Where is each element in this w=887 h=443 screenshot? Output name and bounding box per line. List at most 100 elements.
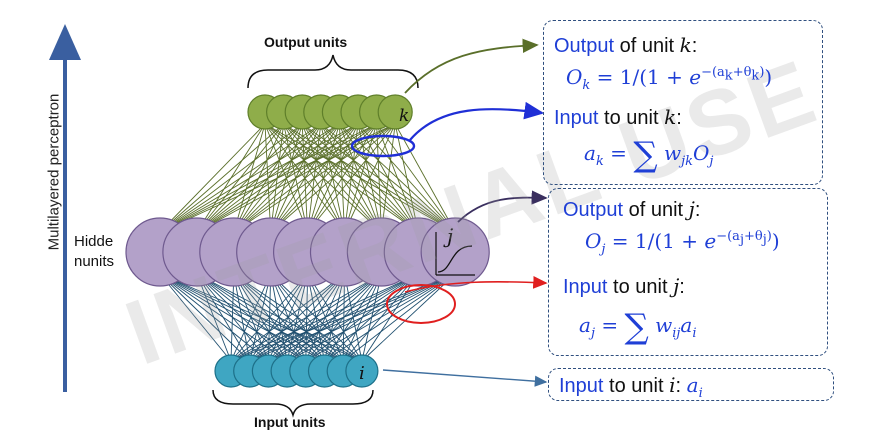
box-j-output-formula: Oj = 1/(1 + e−(aj+θj))	[585, 229, 780, 257]
box-j-output-lhs-sub: j	[601, 242, 606, 257]
box-k-output-colon: :	[691, 35, 698, 57]
hidden-units-label-line2: nunits	[74, 253, 115, 270]
edges-input-hidden-line	[233, 273, 344, 362]
input-node	[345, 354, 379, 388]
box-j-output-exp: −(a	[716, 229, 740, 245]
box-j-output-exp-sub1: j	[739, 232, 744, 248]
edges-input-hidden-line	[159, 273, 363, 362]
box-j-output-rest: of unit	[623, 199, 689, 221]
output-units-label: Output units	[264, 34, 348, 50]
box-k-output-close: )	[764, 65, 773, 89]
arrow-input-k	[409, 101, 545, 141]
edges-input-hidden-line	[159, 273, 232, 362]
box-j-output-eq: = 1/(1 +	[605, 229, 705, 253]
box-k-output-e: e	[689, 65, 702, 89]
box-j-input-var: j	[673, 274, 680, 298]
output-node-mark: k	[399, 106, 409, 126]
edges-hidden-output-line	[301, 123, 456, 233]
box-j-input-a-sub: i	[692, 326, 697, 341]
box-k-input-formula: ak = ∑ wjkOj	[584, 135, 713, 175]
box-j-input-eq: =	[594, 313, 625, 337]
box-j-sum: ∑	[624, 307, 649, 347]
edges-hidden-output-line	[264, 123, 456, 233]
box-j-output-exp-mid: +θ	[743, 229, 763, 245]
edges-input-hidden-line	[342, 273, 419, 362]
box-j-output-exp-sub2: j	[762, 232, 767, 248]
box-j-input-colon: :	[679, 276, 685, 298]
edges-input-hidden-line	[233, 273, 363, 362]
output-node	[377, 94, 413, 130]
highlight-ellipse-j	[386, 284, 456, 324]
box-j-input-w: w	[648, 313, 673, 337]
box-j-input-w-sub: ij	[672, 326, 681, 341]
box-j-input-word: Input	[563, 276, 608, 298]
edges-hidden-output-line	[264, 123, 272, 233]
edges-input-hidden-line	[196, 273, 363, 362]
box-j-output-heading: Output of unit j:	[563, 197, 700, 222]
box-j-output-var: j	[688, 197, 695, 221]
edges-hidden-output-line	[357, 123, 456, 233]
arrow-output-j	[457, 190, 548, 223]
input-brace	[212, 389, 374, 418]
edges-hidden-output-line	[339, 123, 456, 233]
hidden-node	[420, 217, 490, 287]
box-j-input-heading: Input to unit j:	[563, 274, 685, 299]
box-k-output-exp-mid: +θ	[732, 65, 752, 81]
box-i-input-a: a	[686, 373, 699, 397]
box-k-output-lhs: O	[566, 65, 583, 89]
box-k-output-eq: = 1/(1 +	[590, 65, 690, 89]
box-k-input-o: O	[693, 141, 710, 165]
box-unit-i: Input to unit i: ai	[548, 368, 834, 401]
box-i-input-var: i	[669, 373, 676, 397]
arrow-output-k	[404, 38, 539, 94]
box-k-output-exp-sub1: k	[724, 68, 733, 84]
box-k-input-rest: to unit	[598, 107, 665, 129]
box-j-output-lhs: O	[585, 229, 602, 253]
box-k-output-exp: −(a	[701, 65, 725, 81]
box-k-output-rest: of unit	[614, 35, 680, 57]
box-k-input-lhs-sub: k	[595, 154, 604, 169]
edges-hidden-output-line	[283, 123, 419, 233]
box-k-output-heading: Output of unit k:	[554, 33, 697, 58]
edges-input-hidden-line	[196, 273, 344, 362]
edges-hidden-output-line	[196, 123, 284, 233]
edges-hidden-output-line	[283, 123, 345, 233]
edges-input-hidden-line	[342, 273, 382, 362]
edges-hidden-output-line	[283, 123, 456, 233]
edges-input-hidden-line	[159, 273, 269, 362]
edges-input-hidden-line	[361, 273, 419, 362]
box-j-input-formula: aj = ∑ wijai	[579, 307, 697, 347]
box-i-input-a-sub: i	[698, 386, 703, 401]
box-k-input-eq: =	[603, 141, 634, 165]
edges-hidden-output-line	[264, 123, 345, 233]
input-layer	[214, 354, 379, 388]
side-label-text: Multilayered perceptron	[45, 93, 63, 251]
box-i-input-rest: to unit	[603, 375, 670, 397]
edges-input-hidden-line	[159, 273, 307, 362]
box-k-input-word: Input	[554, 107, 599, 129]
arrow-input-i	[382, 369, 548, 387]
box-k-output-formula: Ok = 1/(1 + e−(ak+θk))	[566, 65, 772, 93]
edges-hidden-output-line	[283, 123, 309, 233]
box-j-input-a: a	[680, 313, 693, 337]
box-k-output-exp-sub2: k	[751, 68, 760, 84]
box-j-input-lhs: a	[579, 313, 591, 337]
edges-hidden-output-line	[270, 123, 285, 233]
box-k-input-w: w	[657, 141, 682, 165]
box-k-input-w-sub: jk	[681, 154, 693, 169]
box-j-output-exp-end: )	[766, 229, 772, 245]
edges-hidden-output-line	[264, 123, 309, 233]
hidden-layer	[125, 217, 490, 287]
edges-input-hidden-line	[307, 273, 344, 362]
edges-hidden-output	[159, 123, 456, 233]
box-k-sum: ∑	[633, 135, 658, 175]
hidden-units-label-line1: Hidde	[74, 233, 114, 250]
edges-input-hidden-line	[159, 273, 325, 362]
edges-input-hidden-line	[361, 273, 382, 362]
box-i-input-word: Input	[559, 375, 604, 397]
box-k-input-heading: Input to unit k:	[554, 105, 682, 130]
box-k-input-colon: :	[676, 107, 682, 129]
hidden-node-mark: j	[443, 224, 453, 248]
output-layer	[247, 94, 413, 130]
edges-hidden-output-line	[264, 123, 419, 233]
